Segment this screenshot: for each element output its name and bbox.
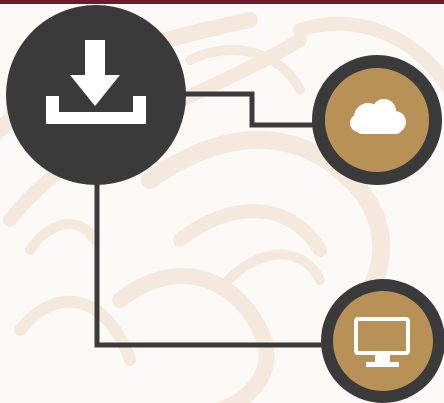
connector-source-to-desktop: [94, 178, 335, 348]
download-icon: [46, 40, 146, 124]
cloud-node: [312, 55, 442, 185]
top-accent-bar: [0, 0, 444, 4]
desktop-monitor-icon: [354, 317, 410, 367]
source-node: [6, 5, 186, 185]
desktop-node: [321, 279, 444, 403]
connector-source-to-cloud: [180, 91, 335, 128]
cloud-icon: [350, 99, 406, 134]
